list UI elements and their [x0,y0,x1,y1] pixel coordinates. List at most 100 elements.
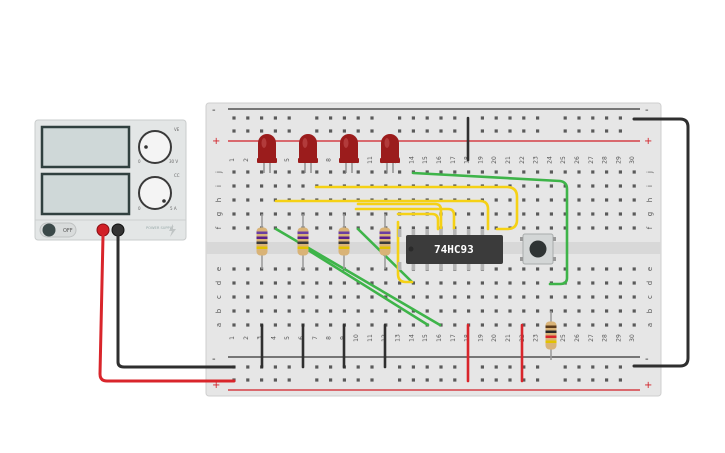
breadboard-hole[interactable] [246,212,250,216]
rail-hole[interactable] [577,378,581,382]
rail-hole[interactable] [522,116,526,120]
breadboard-hole[interactable] [508,267,512,271]
breadboard-hole[interactable] [453,295,457,299]
breadboard-hole[interactable] [522,281,526,285]
breadboard-hole[interactable] [480,226,484,230]
rail-hole[interactable] [356,116,360,120]
breadboard-hole[interactable] [246,267,250,271]
breadboard-hole[interactable] [536,267,540,271]
breadboard-hole[interactable] [384,170,388,174]
rail-hole[interactable] [260,129,264,133]
rail-hole[interactable] [618,378,622,382]
rail-hole[interactable] [618,365,622,369]
rail-hole[interactable] [618,129,622,133]
breadboard-hole[interactable] [232,170,236,174]
rail-hole[interactable] [439,129,443,133]
breadboard-hole[interactable] [370,226,374,230]
rail-hole[interactable] [508,129,512,133]
breadboard-hole[interactable] [453,309,457,313]
breadboard-hole[interactable] [232,281,236,285]
breadboard-hole[interactable] [260,281,264,285]
breadboard-hole[interactable] [563,267,567,271]
breadboard-hole[interactable] [246,170,250,174]
breadboard-hole[interactable] [522,170,526,174]
breadboard-hole[interactable] [287,212,291,216]
rail-hole[interactable] [315,365,319,369]
breadboard-hole[interactable] [508,198,512,202]
breadboard-hole[interactable] [273,184,277,188]
power-supply[interactable]: 0 30 V VE 0 5 A CC OFF POWER SUPPLY [34,119,187,241]
breadboard-hole[interactable] [605,198,609,202]
breadboard-hole[interactable] [287,309,291,313]
led[interactable] [380,134,400,173]
breadboard-hole[interactable] [563,309,567,313]
breadboard-hole[interactable] [467,309,471,313]
breadboard-hole[interactable] [425,170,429,174]
breadboard-hole[interactable] [370,281,374,285]
breadboard-hole[interactable] [246,281,250,285]
breadboard-hole[interactable] [273,309,277,313]
breadboard-hole[interactable] [605,295,609,299]
rail-hole[interactable] [260,378,264,382]
breadboard-hole[interactable] [411,323,415,327]
rail-hole[interactable] [563,378,567,382]
breadboard-hole[interactable] [384,309,388,313]
breadboard-hole[interactable] [632,281,636,285]
breadboard-hole[interactable] [605,309,609,313]
rail-hole[interactable] [287,378,291,382]
rail-hole[interactable] [480,378,484,382]
breadboard-hole[interactable] [522,198,526,202]
breadboard-hole[interactable] [398,295,402,299]
rail-hole[interactable] [453,116,457,120]
breadboard-hole[interactable] [508,170,512,174]
rail-hole[interactable] [494,378,498,382]
breadboard-hole[interactable] [522,309,526,313]
breadboard-hole[interactable] [605,281,609,285]
resistor[interactable] [338,214,350,269]
breadboard-hole[interactable] [301,281,305,285]
pushbutton-cap[interactable] [529,240,547,258]
rail-hole[interactable] [411,116,415,120]
breadboard-hole[interactable] [260,198,264,202]
breadboard-hole[interactable] [536,281,540,285]
breadboard-hole[interactable] [577,309,581,313]
rail-hole[interactable] [342,129,346,133]
breadboard-hole[interactable] [577,198,581,202]
rail-hole[interactable] [453,365,457,369]
breadboard-hole[interactable] [577,212,581,216]
yellow-wire-6[interactable] [396,220,414,284]
breadboard-hole[interactable] [287,267,291,271]
green-wire-2[interactable] [298,243,430,327]
rail-hole[interactable] [356,129,360,133]
breadboard-hole[interactable] [632,170,636,174]
breadboard-hole[interactable] [356,267,360,271]
rail-hole[interactable] [232,129,236,133]
breadboard-hole[interactable] [618,184,622,188]
breadboard-hole[interactable] [549,295,553,299]
breadboard-hole[interactable] [480,295,484,299]
rail-hole[interactable] [370,116,374,120]
rail-hole[interactable] [494,129,498,133]
rail-hole[interactable] [480,365,484,369]
yellow-wire-4[interactable] [354,207,456,231]
breadboard-hole[interactable] [246,198,250,202]
breadboard-hole[interactable] [246,323,250,327]
breadboard-hole[interactable] [536,323,540,327]
rail-hole[interactable] [315,378,319,382]
breadboard-hole[interactable] [315,212,319,216]
breadboard-hole[interactable] [549,267,553,271]
rail-hole[interactable] [246,365,250,369]
breadboard-hole[interactable] [232,226,236,230]
negative-terminal[interactable] [111,223,125,237]
rail-hole[interactable] [453,378,457,382]
breadboard-hole[interactable] [342,309,346,313]
breadboard-hole[interactable] [329,226,333,230]
breadboard-hole[interactable] [301,170,305,174]
breadboard-hole[interactable] [480,281,484,285]
pushbutton-icon[interactable] [520,233,556,265]
breadboard-hole[interactable] [356,170,360,174]
breadboard-hole[interactable] [370,323,374,327]
breadboard-hole[interactable] [480,323,484,327]
voltage-knob[interactable] [138,130,172,164]
breadboard-hole[interactable] [232,295,236,299]
